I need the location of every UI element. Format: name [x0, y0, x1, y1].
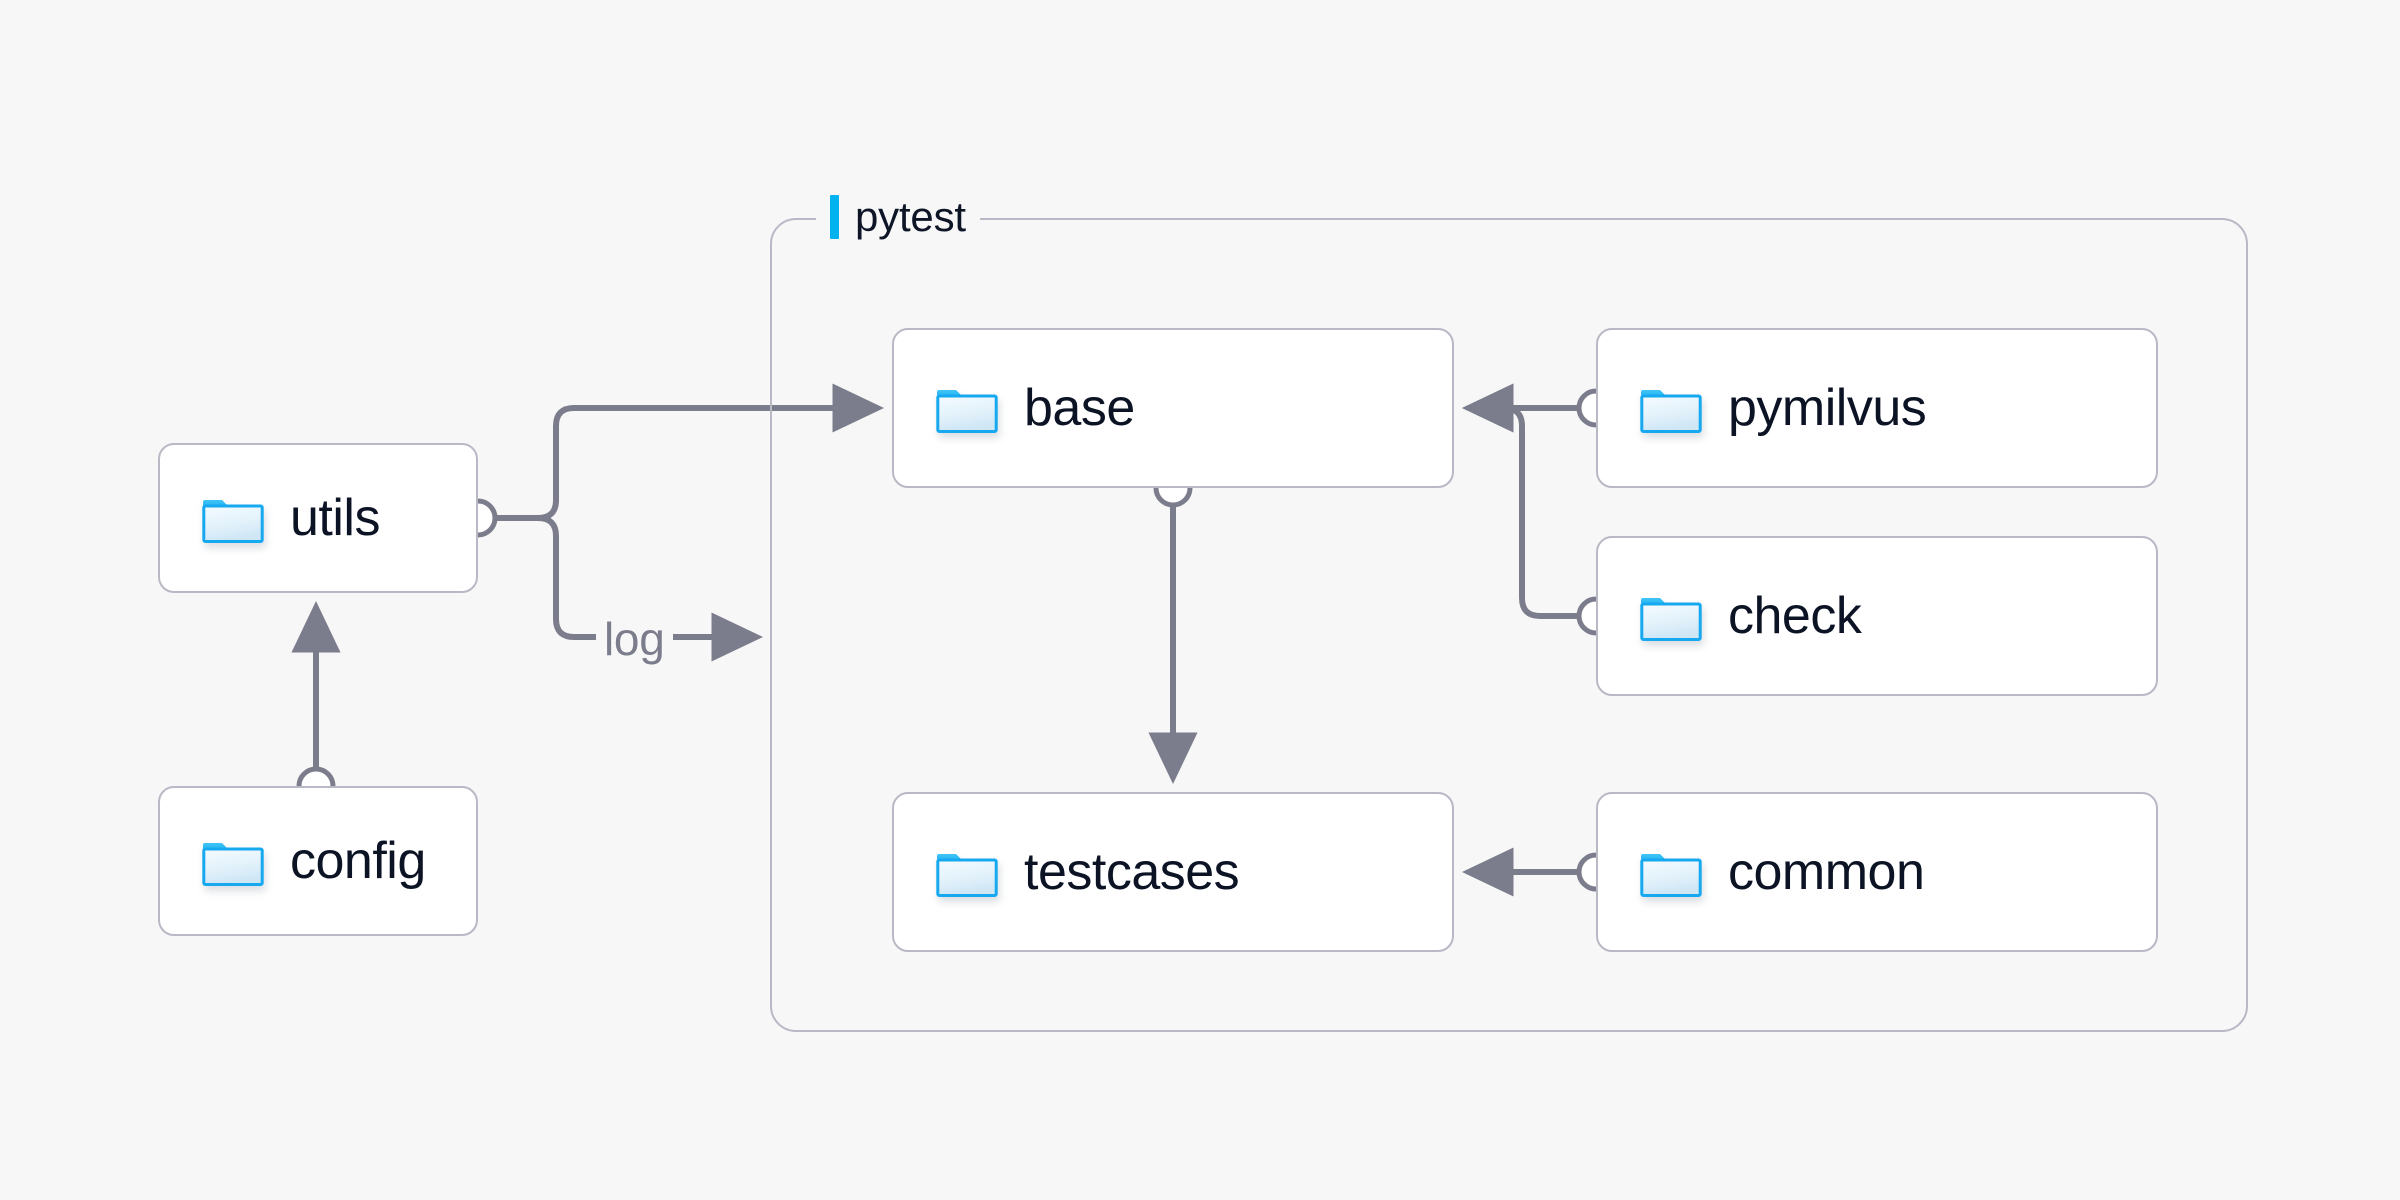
- folder-icon: [1640, 390, 1702, 433]
- node-check[interactable]: check: [1596, 536, 2158, 696]
- node-label: check: [1728, 587, 1862, 645]
- group-pytest[interactable]: [770, 218, 2248, 1032]
- group-pytest-label: pytest: [816, 190, 980, 244]
- folder-icon: [1640, 854, 1702, 897]
- node-label: utils: [290, 489, 380, 547]
- node-utils[interactable]: utils: [158, 443, 478, 593]
- node-base[interactable]: base: [892, 328, 1454, 488]
- node-label: testcases: [1024, 843, 1240, 901]
- node-label: config: [290, 832, 426, 890]
- group-label-text: pytest: [855, 193, 966, 240]
- node-label: pymilvus: [1728, 379, 1927, 437]
- folder-icon: [936, 390, 998, 433]
- node-label: base: [1024, 379, 1135, 437]
- folder-icon: [202, 843, 264, 886]
- folder-icon: [1640, 598, 1702, 641]
- folder-icon: [202, 500, 264, 543]
- edge-label-log: log: [596, 612, 673, 666]
- group-accent-bar: [830, 195, 839, 239]
- node-config[interactable]: config: [158, 786, 478, 936]
- node-label: common: [1728, 843, 1925, 901]
- node-pymilvus[interactable]: pymilvus: [1596, 328, 2158, 488]
- node-testcases[interactable]: testcases: [892, 792, 1454, 952]
- node-common[interactable]: common: [1596, 792, 2158, 952]
- folder-icon: [936, 854, 998, 897]
